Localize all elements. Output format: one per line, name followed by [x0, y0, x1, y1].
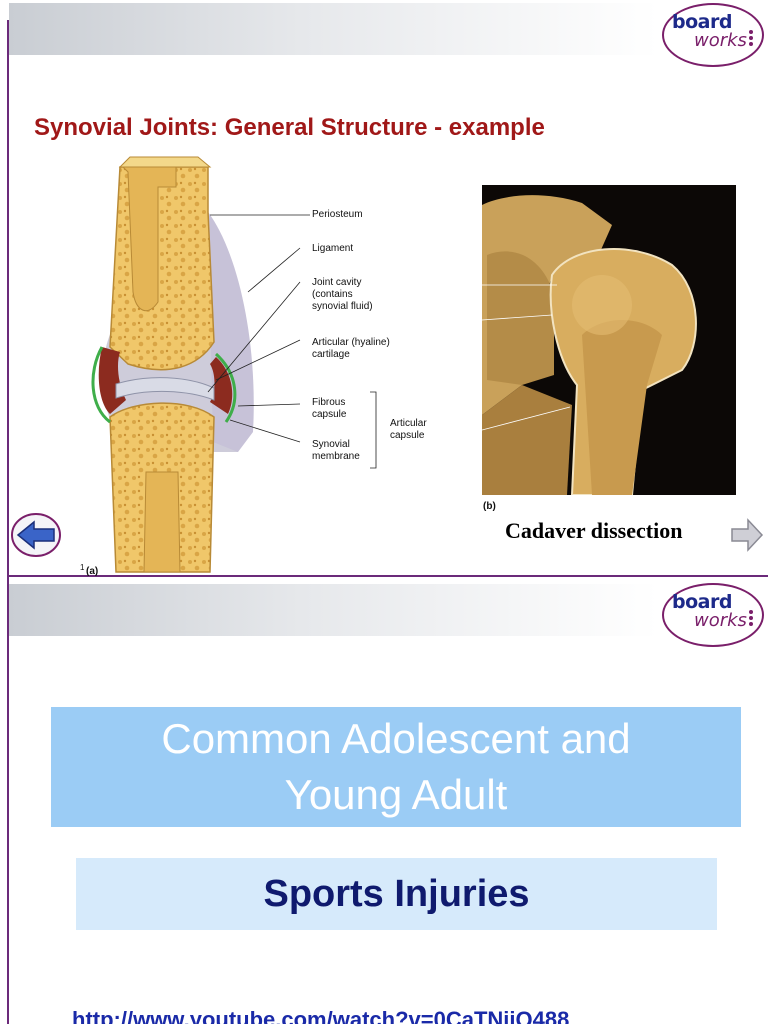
photo-caption: Cadaver dissection	[505, 518, 683, 543]
left-border-rule	[7, 577, 9, 1024]
caption-b: (b)	[483, 501, 496, 512]
logo-text-works: works	[694, 30, 747, 51]
label-joint-cavity-line1: Joint cavity	[312, 277, 362, 288]
boardworks-logo: board works	[662, 3, 764, 67]
bottom-border-rule	[7, 575, 768, 577]
logo-text-board: board	[672, 11, 732, 33]
label-fibrous-capsule-line1: Fibrous	[312, 397, 346, 408]
slide-sports-injuries: board works Common Adolescent and Young …	[0, 577, 768, 1024]
logo-text-works: works	[694, 610, 747, 631]
subtitle-text: Sports Injuries	[263, 872, 530, 915]
label-articular-cartilage-line2: cartilage	[312, 349, 350, 360]
label-articular-cartilage: Articular (hyaline) cartilage	[312, 337, 390, 361]
label-articular-capsule-line1: Articular	[390, 418, 427, 429]
slide-synovial-joints: board works Synovial Joints: General Str…	[7, 3, 768, 577]
label-fibrous-capsule: Fibrous capsule	[312, 397, 346, 421]
left-border-rule	[7, 20, 9, 577]
banner-line2: Young Adult	[284, 771, 508, 818]
joint-diagram	[91, 156, 377, 573]
label-fibrous-capsule-line2: capsule	[312, 409, 347, 420]
slide-title: Synovial Joints: General Structure - exa…	[34, 114, 545, 141]
label-articular-capsule-line2: capsule	[390, 430, 425, 441]
label-articular-cartilage-line1: Articular (hyaline)	[312, 337, 390, 348]
cadaver-photo	[482, 185, 736, 495]
caption-a: (a)	[86, 566, 99, 577]
label-ligament: Ligament	[312, 243, 354, 254]
label-synovial-membrane: Synovial membrane	[312, 439, 360, 463]
banner-line1: Common Adolescent and	[161, 715, 631, 762]
header-band	[9, 584, 658, 636]
label-joint-cavity-line2: (contains	[312, 289, 353, 300]
page-number: 1	[80, 563, 85, 572]
logo-dots-icon	[749, 610, 753, 626]
label-periosteum: Periosteum	[312, 209, 363, 220]
youtube-link[interactable]: http://www.youtube.com/watch?v=0CaTNjjQ4…	[72, 1007, 570, 1024]
next-slide-arrow-icon[interactable]	[730, 512, 764, 558]
header-band	[9, 3, 658, 55]
logo-text-board: board	[672, 591, 732, 613]
previous-slide-arrow-icon[interactable]	[10, 512, 62, 558]
label-synovial-membrane-line2: membrane	[312, 451, 360, 462]
label-joint-cavity: Joint cavity (contains synovial fluid)	[312, 277, 373, 313]
logo-dots-icon	[749, 30, 753, 46]
label-synovial-membrane-line1: Synovial	[312, 439, 350, 450]
boardworks-logo: board works	[662, 583, 764, 647]
subtitle-banner: Sports Injuries	[76, 858, 717, 930]
label-articular-capsule: Articular capsule	[390, 418, 427, 442]
label-joint-cavity-line3: synovial fluid)	[312, 301, 373, 312]
title-banner: Common Adolescent and Young Adult	[51, 707, 741, 827]
